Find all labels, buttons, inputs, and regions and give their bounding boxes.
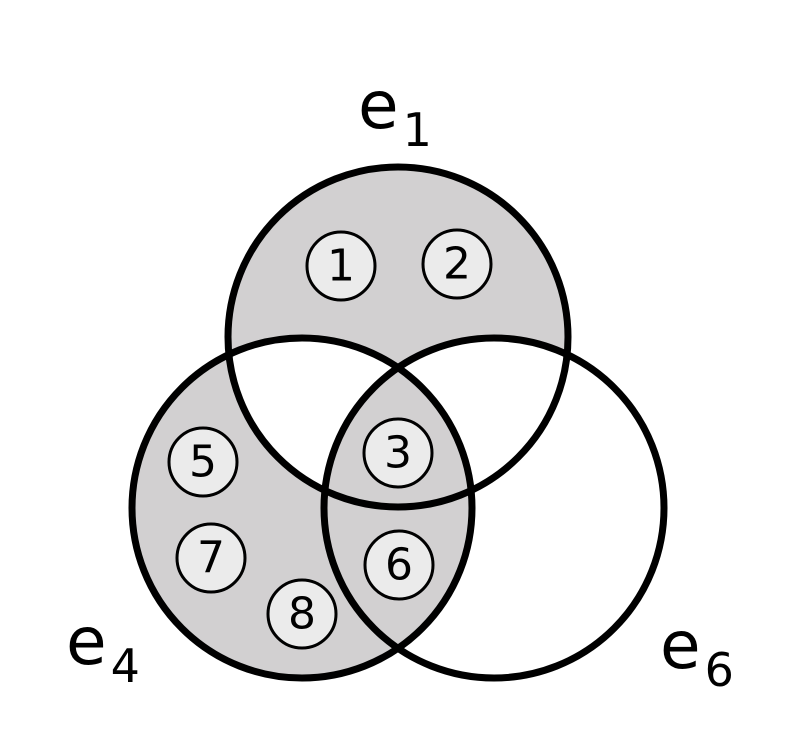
set-label-e6: e6 xyxy=(660,607,734,697)
element-8-circle xyxy=(266,578,338,650)
element-5: 5 xyxy=(167,426,239,498)
element-8-label: 8 xyxy=(288,589,316,640)
element-2: 2 xyxy=(421,228,493,300)
set-e1-circle xyxy=(224,163,572,511)
element-5-label: 5 xyxy=(189,437,217,488)
element-3-label: 3 xyxy=(384,428,412,479)
element-3: 3 xyxy=(362,417,434,489)
element-1-circle xyxy=(305,230,377,302)
set-outlines xyxy=(128,163,668,682)
element-3-circle xyxy=(362,417,434,489)
element-7-label: 7 xyxy=(197,533,225,584)
set-label-e1: e1 xyxy=(358,67,432,157)
set-label-e4: e4 xyxy=(66,603,140,693)
element-7: 7 xyxy=(175,522,247,594)
element-5-circle xyxy=(167,426,239,498)
set-e6-circle xyxy=(320,334,668,682)
element-6-circle xyxy=(363,529,435,601)
element-6: 6 xyxy=(363,529,435,601)
element-1: 1 xyxy=(305,230,377,302)
element-2-label: 2 xyxy=(443,239,471,290)
element-7-circle xyxy=(175,522,247,594)
element-8: 8 xyxy=(266,578,338,650)
element-1-label: 1 xyxy=(327,241,355,292)
element-6-label: 6 xyxy=(385,540,413,591)
element-2-circle xyxy=(421,228,493,300)
set-e4-circle xyxy=(128,334,476,682)
